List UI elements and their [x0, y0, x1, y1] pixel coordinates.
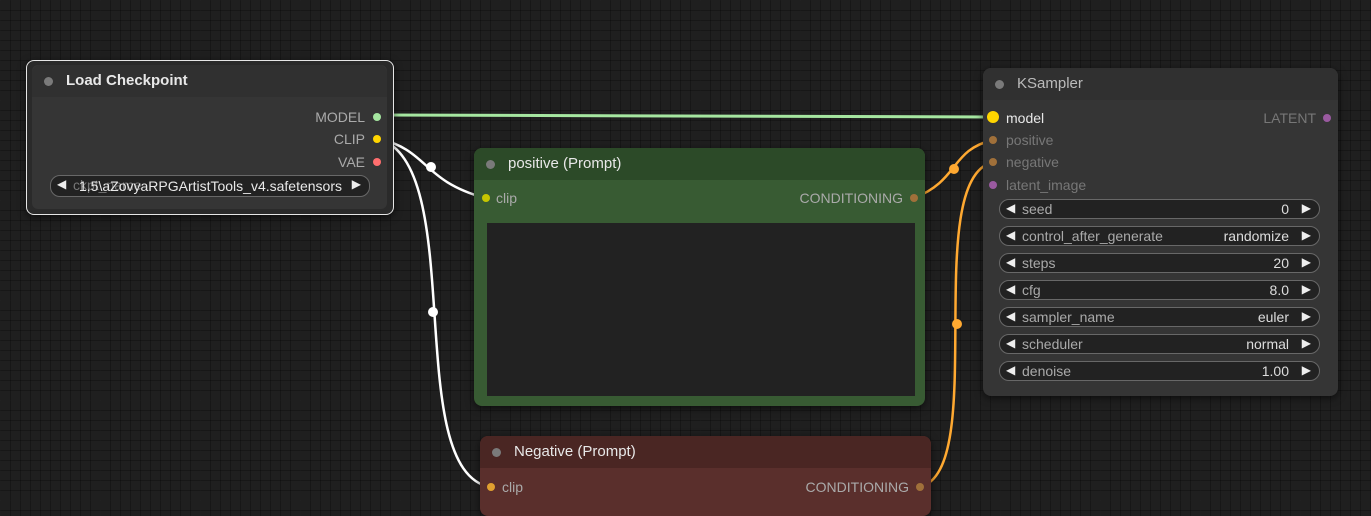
node-title[interactable]: Load Checkpoint	[32, 65, 387, 97]
widget-name: denoise	[1022, 363, 1072, 379]
increment-arrow-icon[interactable]: ▶	[1301, 363, 1311, 377]
widget-value: normal	[1246, 336, 1289, 352]
decrement-arrow-icon[interactable]: ◀	[1006, 255, 1016, 269]
negative-prompt-node[interactable]: Negative (Prompt) clip CONDITIONING	[480, 436, 931, 516]
output-label-latent: LATENT	[1263, 110, 1316, 126]
input-label-clip: clip	[502, 479, 524, 495]
increment-arrow-icon[interactable]: ▶	[1301, 336, 1311, 350]
node-title-text: KSampler	[1017, 75, 1083, 92]
scheduler-widget[interactable]: ◀ scheduler normal ▶	[999, 334, 1320, 354]
widget-name: ckpt_name	[73, 177, 142, 193]
output-dot-latent[interactable]	[1323, 114, 1331, 122]
link-midpoint[interactable]	[426, 162, 436, 172]
node-title-text: Negative (Prompt)	[514, 443, 636, 460]
increment-arrow-icon[interactable]: ▶	[1301, 309, 1311, 323]
widget-value: randomize	[1223, 228, 1289, 244]
output-label-conditioning: CONDITIONING	[805, 479, 909, 495]
widget-name: scheduler	[1022, 336, 1083, 352]
input-dot-positive[interactable]	[989, 136, 997, 144]
input-dot-clip[interactable]	[487, 483, 495, 491]
collapse-dot-icon[interactable]	[486, 160, 495, 169]
output-dot-model[interactable]	[373, 113, 381, 121]
collapse-dot-icon[interactable]	[492, 448, 501, 457]
output-dot-conditioning[interactable]	[916, 483, 924, 491]
input-label-model: model	[1006, 110, 1045, 126]
widget-value: 0	[1281, 201, 1289, 217]
increment-arrow-icon[interactable]: ▶	[1301, 201, 1311, 215]
input-dot-model[interactable]	[987, 111, 999, 123]
output-label-model: MODEL	[315, 109, 365, 125]
output-label-vae: VAE	[338, 154, 365, 170]
widget-value: 1.5\aZovyaRPGArtistTools_v4.safetensors	[79, 178, 343, 194]
output-dot-clip[interactable]	[373, 135, 381, 143]
input-label-negative: negative	[1006, 154, 1059, 170]
increment-arrow-icon[interactable]: ▶	[1301, 255, 1311, 269]
input-label-positive: positive	[1006, 132, 1054, 148]
increment-arrow-icon[interactable]: ▶	[351, 177, 361, 191]
input-dot-clip[interactable]	[482, 194, 490, 202]
widget-value: 20	[1273, 255, 1289, 271]
decrement-arrow-icon[interactable]: ◀	[1006, 363, 1016, 377]
increment-arrow-icon[interactable]: ▶	[1301, 228, 1311, 242]
node-title[interactable]: Negative (Prompt)	[480, 436, 931, 468]
node-title[interactable]: KSampler	[983, 68, 1338, 100]
widget-value: euler	[1257, 309, 1289, 325]
ksampler-node[interactable]: KSampler model positive negative latent_…	[983, 68, 1338, 396]
load-checkpoint-node[interactable]: Load Checkpoint MODEL CLIP VAE ◀ ckpt_na…	[26, 60, 394, 215]
input-label-clip: clip	[496, 190, 518, 206]
input-dot-latent-image[interactable]	[989, 181, 997, 189]
widget-name: sampler_name	[1022, 309, 1115, 325]
widget-value: 1.00	[1261, 363, 1289, 379]
link-midpoint[interactable]	[428, 307, 438, 317]
steps-widget[interactable]: ◀ steps 20 ▶	[999, 253, 1320, 273]
positive-prompt-node[interactable]: positive (Prompt) clip CONDITIONING	[474, 148, 925, 406]
widget-name: steps	[1022, 255, 1056, 271]
output-dot-conditioning[interactable]	[910, 194, 918, 202]
collapse-dot-icon[interactable]	[44, 77, 53, 86]
output-dot-vae[interactable]	[373, 158, 381, 166]
link-midpoint[interactable]	[952, 319, 962, 329]
increment-arrow-icon[interactable]: ▶	[1301, 282, 1311, 296]
node-title-text: positive (Prompt)	[508, 155, 622, 172]
seed-widget[interactable]: ◀ seed 0 ▶	[999, 199, 1320, 219]
model-link[interactable]	[375, 113, 994, 119]
node-body: Load Checkpoint MODEL CLIP VAE ◀ ckpt_na…	[32, 65, 387, 209]
decrement-arrow-icon[interactable]: ◀	[57, 177, 67, 191]
decrement-arrow-icon[interactable]: ◀	[1006, 282, 1016, 296]
widget-name: seed	[1022, 201, 1053, 217]
widget-name: control_after_generate	[1022, 228, 1163, 244]
node-title-text: Load Checkpoint	[66, 72, 188, 89]
decrement-arrow-icon[interactable]: ◀	[1006, 201, 1016, 215]
input-dot-negative[interactable]	[989, 158, 997, 166]
cfg-widget[interactable]: ◀ cfg 8.0 ▶	[999, 280, 1320, 300]
sampler-name-widget[interactable]: ◀ sampler_name euler ▶	[999, 307, 1320, 327]
widget-name: cfg	[1022, 282, 1041, 298]
collapse-dot-icon[interactable]	[995, 80, 1004, 89]
node-title[interactable]: positive (Prompt)	[474, 148, 925, 180]
widget-value: 8.0	[1269, 282, 1289, 298]
output-label-conditioning: CONDITIONING	[799, 190, 903, 206]
link-midpoint[interactable]	[949, 164, 959, 174]
control-after-generate-widget[interactable]: ◀ control_after_generate randomize ▶	[999, 226, 1320, 246]
prompt-text-input[interactable]	[487, 223, 915, 396]
decrement-arrow-icon[interactable]: ◀	[1006, 228, 1016, 242]
input-label-latent-image: latent_image	[1006, 177, 1087, 193]
ckpt-name-combo[interactable]: ◀ ckpt_name 1.5\aZovyaRPGArtistTools_v4.…	[50, 175, 370, 197]
output-label-clip: CLIP	[333, 131, 365, 147]
decrement-arrow-icon[interactable]: ◀	[1006, 309, 1016, 323]
denoise-widget[interactable]: ◀ denoise 1.00 ▶	[999, 361, 1320, 381]
decrement-arrow-icon[interactable]: ◀	[1006, 336, 1016, 350]
